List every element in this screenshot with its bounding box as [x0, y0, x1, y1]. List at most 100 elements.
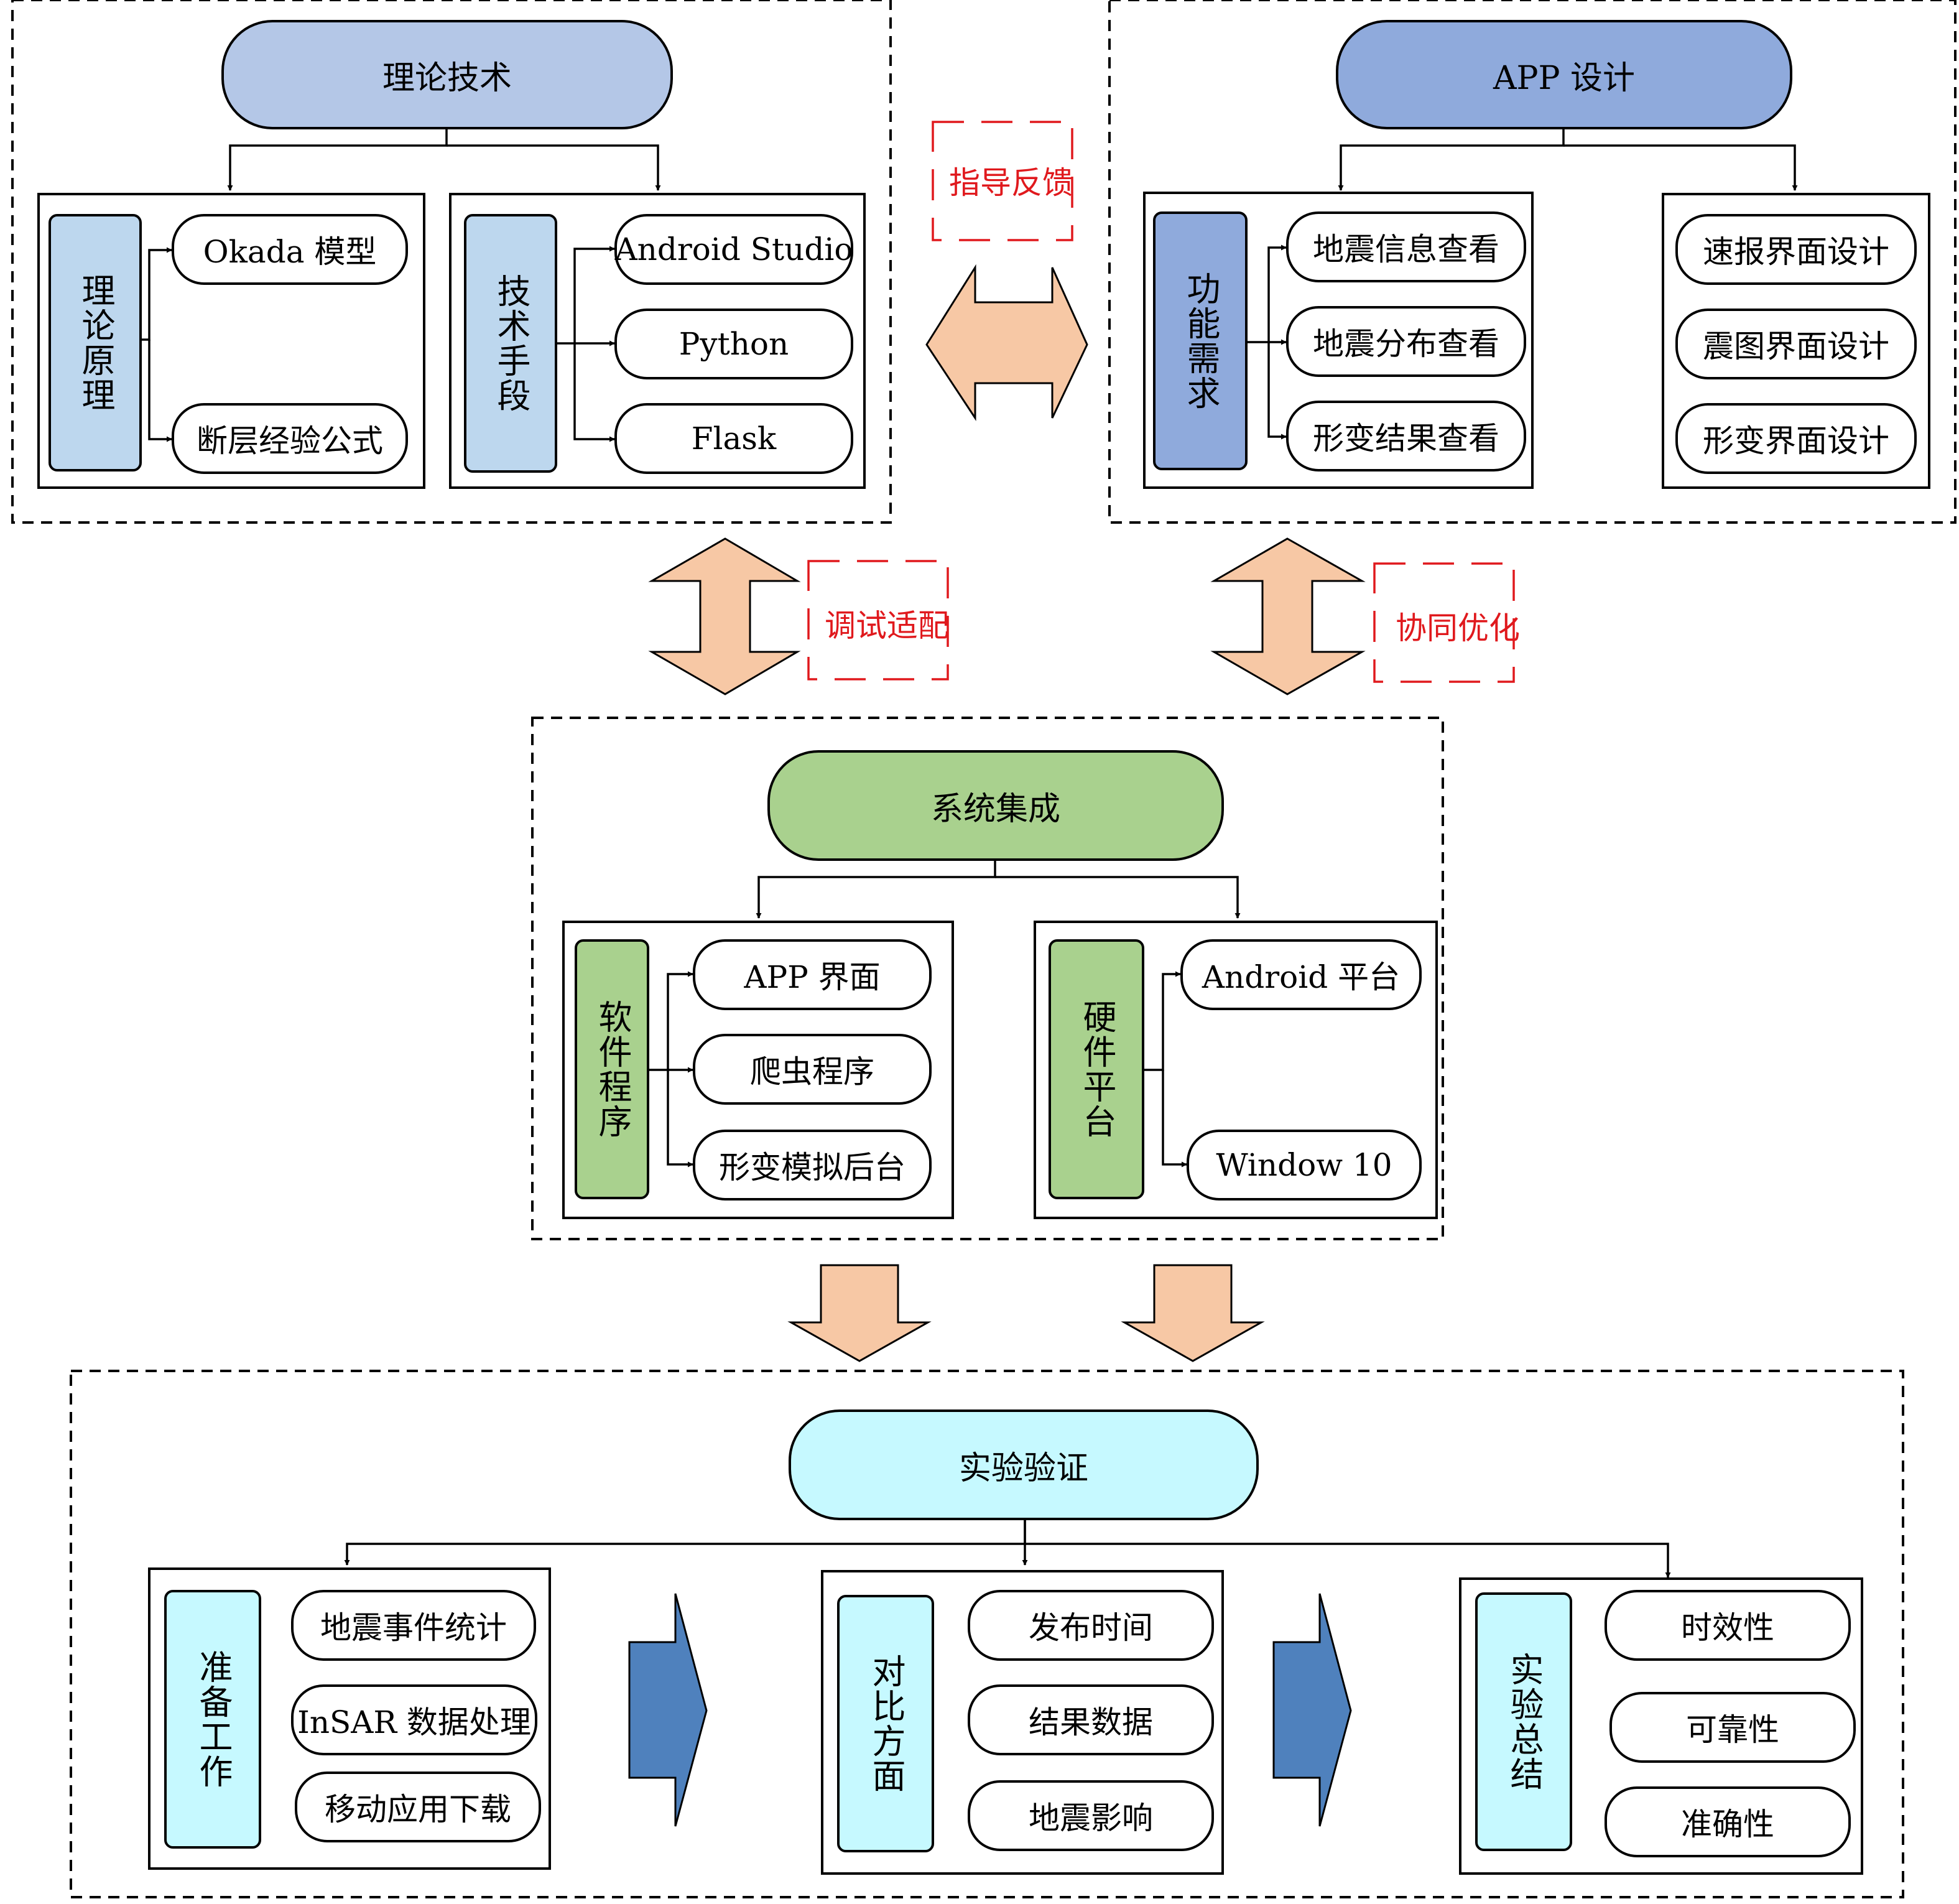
theory-app-double-arrow — [925, 264, 1088, 421]
app-title-to-functions-connector — [1338, 128, 1565, 191]
app-integration-double-arrow — [1210, 537, 1366, 695]
integration-to-experiment-left-arrow — [787, 1264, 932, 1362]
experiment-title-to-prep-connector — [344, 1519, 1026, 1566]
principle-label-box — [49, 214, 142, 471]
design-deformation-ui: 形变界面设计 — [1703, 423, 1889, 459]
experiment-title: 实验验证 — [958, 1449, 1088, 1487]
summary-label-box — [1475, 1592, 1572, 1851]
design-alert-ui: 速报界面设计 — [1703, 234, 1889, 270]
method-to-flask-connector — [573, 343, 615, 442]
method-flask-box — [614, 403, 853, 474]
design-map-box — [1675, 309, 1917, 379]
function-quake-info: 地震信息查看 — [1313, 231, 1499, 267]
hardware-android: Android 平台 — [1202, 959, 1401, 995]
prep-label-box — [164, 1590, 261, 1849]
method-android-studio: Android Studio — [614, 231, 853, 267]
experiment-title-to-summary-connector — [1025, 1543, 1671, 1578]
function-to-deformation-connector — [1267, 342, 1287, 440]
note-guide-feedback: 指导反馈 — [949, 165, 1073, 201]
design-alert-box — [1675, 214, 1917, 285]
function-deformation-box — [1286, 401, 1526, 471]
software-deformation-backend: 形变模拟后台 — [719, 1149, 905, 1186]
hardware-windows-box — [1187, 1130, 1422, 1200]
function-distribution-box — [1286, 306, 1526, 377]
software-to-backend-connector — [667, 1070, 693, 1168]
compare-result-data: 结果数据 — [1029, 1704, 1153, 1740]
function-label-box — [1153, 211, 1248, 470]
prep-download-box — [295, 1772, 541, 1842]
app-title: APP 设计 — [1493, 59, 1636, 97]
experiment-section-frame — [70, 1370, 1904, 1898]
prep-app-download: 移动应用下载 — [325, 1791, 511, 1827]
method-python: Python — [678, 326, 789, 362]
integration-to-experiment-right-arrow — [1121, 1264, 1265, 1362]
note-debug-frame — [807, 560, 949, 680]
summary-label: 实验总结 — [1504, 1652, 1544, 1791]
software-app-ui: APP 界面 — [744, 959, 881, 995]
note-guide-frame — [932, 121, 1073, 241]
hardware-android-box — [1180, 939, 1422, 1010]
summary-reliability-box — [1609, 1692, 1856, 1763]
compare-publish-box — [968, 1590, 1214, 1661]
prep-label: 准备工作 — [193, 1650, 233, 1789]
principle-okada-box — [172, 214, 408, 285]
principle-to-okada-connector — [141, 247, 172, 341]
compare-result-box — [968, 1684, 1214, 1755]
principle-fault-formula: 断层经验公式 — [197, 423, 383, 459]
software-to-app-ui-connector — [648, 971, 693, 1071]
prep-insar: InSAR 数据处理 — [297, 1704, 531, 1740]
method-flask: Flask — [691, 420, 777, 457]
integration-title-to-software-connector — [756, 860, 996, 919]
principle-okada: Okada 模型 — [203, 234, 377, 270]
theory-section-frame — [11, 0, 892, 524]
integration-title: 系统集成 — [930, 790, 1060, 828]
function-info-box — [1286, 211, 1526, 282]
hardware-label: 硬件平台 — [1077, 1000, 1116, 1139]
function-quake-distribution: 地震分布查看 — [1313, 326, 1499, 362]
function-label: 功能需求 — [1181, 271, 1220, 411]
prep-stats-box — [291, 1590, 536, 1661]
hardware-to-windows-connector — [1162, 1070, 1187, 1168]
design-map-ui: 震图界面设计 — [1703, 328, 1889, 365]
compare-quake-impact: 地震影响 — [1029, 1800, 1153, 1836]
principle-fault-box — [172, 403, 408, 474]
software-crawler-box — [693, 1034, 932, 1105]
software-crawler: 爬虫程序 — [750, 1054, 874, 1090]
summary-reliability: 可靠性 — [1686, 1712, 1779, 1748]
integration-title-to-hardware-connector — [995, 876, 1241, 919]
function-deformation-result: 形变结果查看 — [1313, 420, 1499, 457]
summary-timeliness-box — [1605, 1590, 1851, 1661]
summary-accuracy: 准确性 — [1681, 1806, 1774, 1842]
theory-title-to-principles-connector — [227, 128, 448, 191]
compare-impact-box — [968, 1780, 1214, 1851]
compare-label-box — [837, 1595, 934, 1852]
principle-label: 理论原理 — [76, 273, 115, 412]
experiment-title-box — [789, 1409, 1259, 1520]
integration-section-frame — [531, 717, 1444, 1240]
software-backend-box — [693, 1130, 932, 1200]
note-debug-adapt: 调试适配 — [825, 608, 949, 644]
prep-to-compare-arrow — [628, 1593, 708, 1827]
method-to-android-connector — [556, 246, 615, 345]
function-to-info-connector — [1246, 244, 1287, 343]
summary-timeliness: 时效性 — [1681, 1610, 1774, 1646]
design-deformation-box — [1675, 403, 1917, 474]
note-optimize-frame — [1373, 562, 1515, 683]
method-python-box — [614, 309, 853, 379]
principle-to-fault-connector — [148, 340, 172, 442]
hardware-to-android-connector — [1143, 971, 1181, 1071]
summary-accuracy-box — [1605, 1786, 1851, 1857]
compare-publish-time: 发布时间 — [1029, 1610, 1153, 1646]
app-section-frame — [1108, 0, 1957, 524]
software-label: 软件程序 — [593, 1000, 632, 1139]
theory-integration-double-arrow — [648, 537, 801, 695]
prep-quake-stats: 地震事件统计 — [320, 1610, 507, 1646]
hardware-windows: Window 10 — [1216, 1147, 1392, 1183]
note-collab-optimize: 协同优化 — [1396, 610, 1520, 646]
method-label: 技术手段 — [491, 274, 530, 413]
app-title-to-designs-connector — [1563, 144, 1798, 191]
method-android-box — [614, 214, 853, 285]
theory-title: 理论技术 — [382, 59, 512, 97]
